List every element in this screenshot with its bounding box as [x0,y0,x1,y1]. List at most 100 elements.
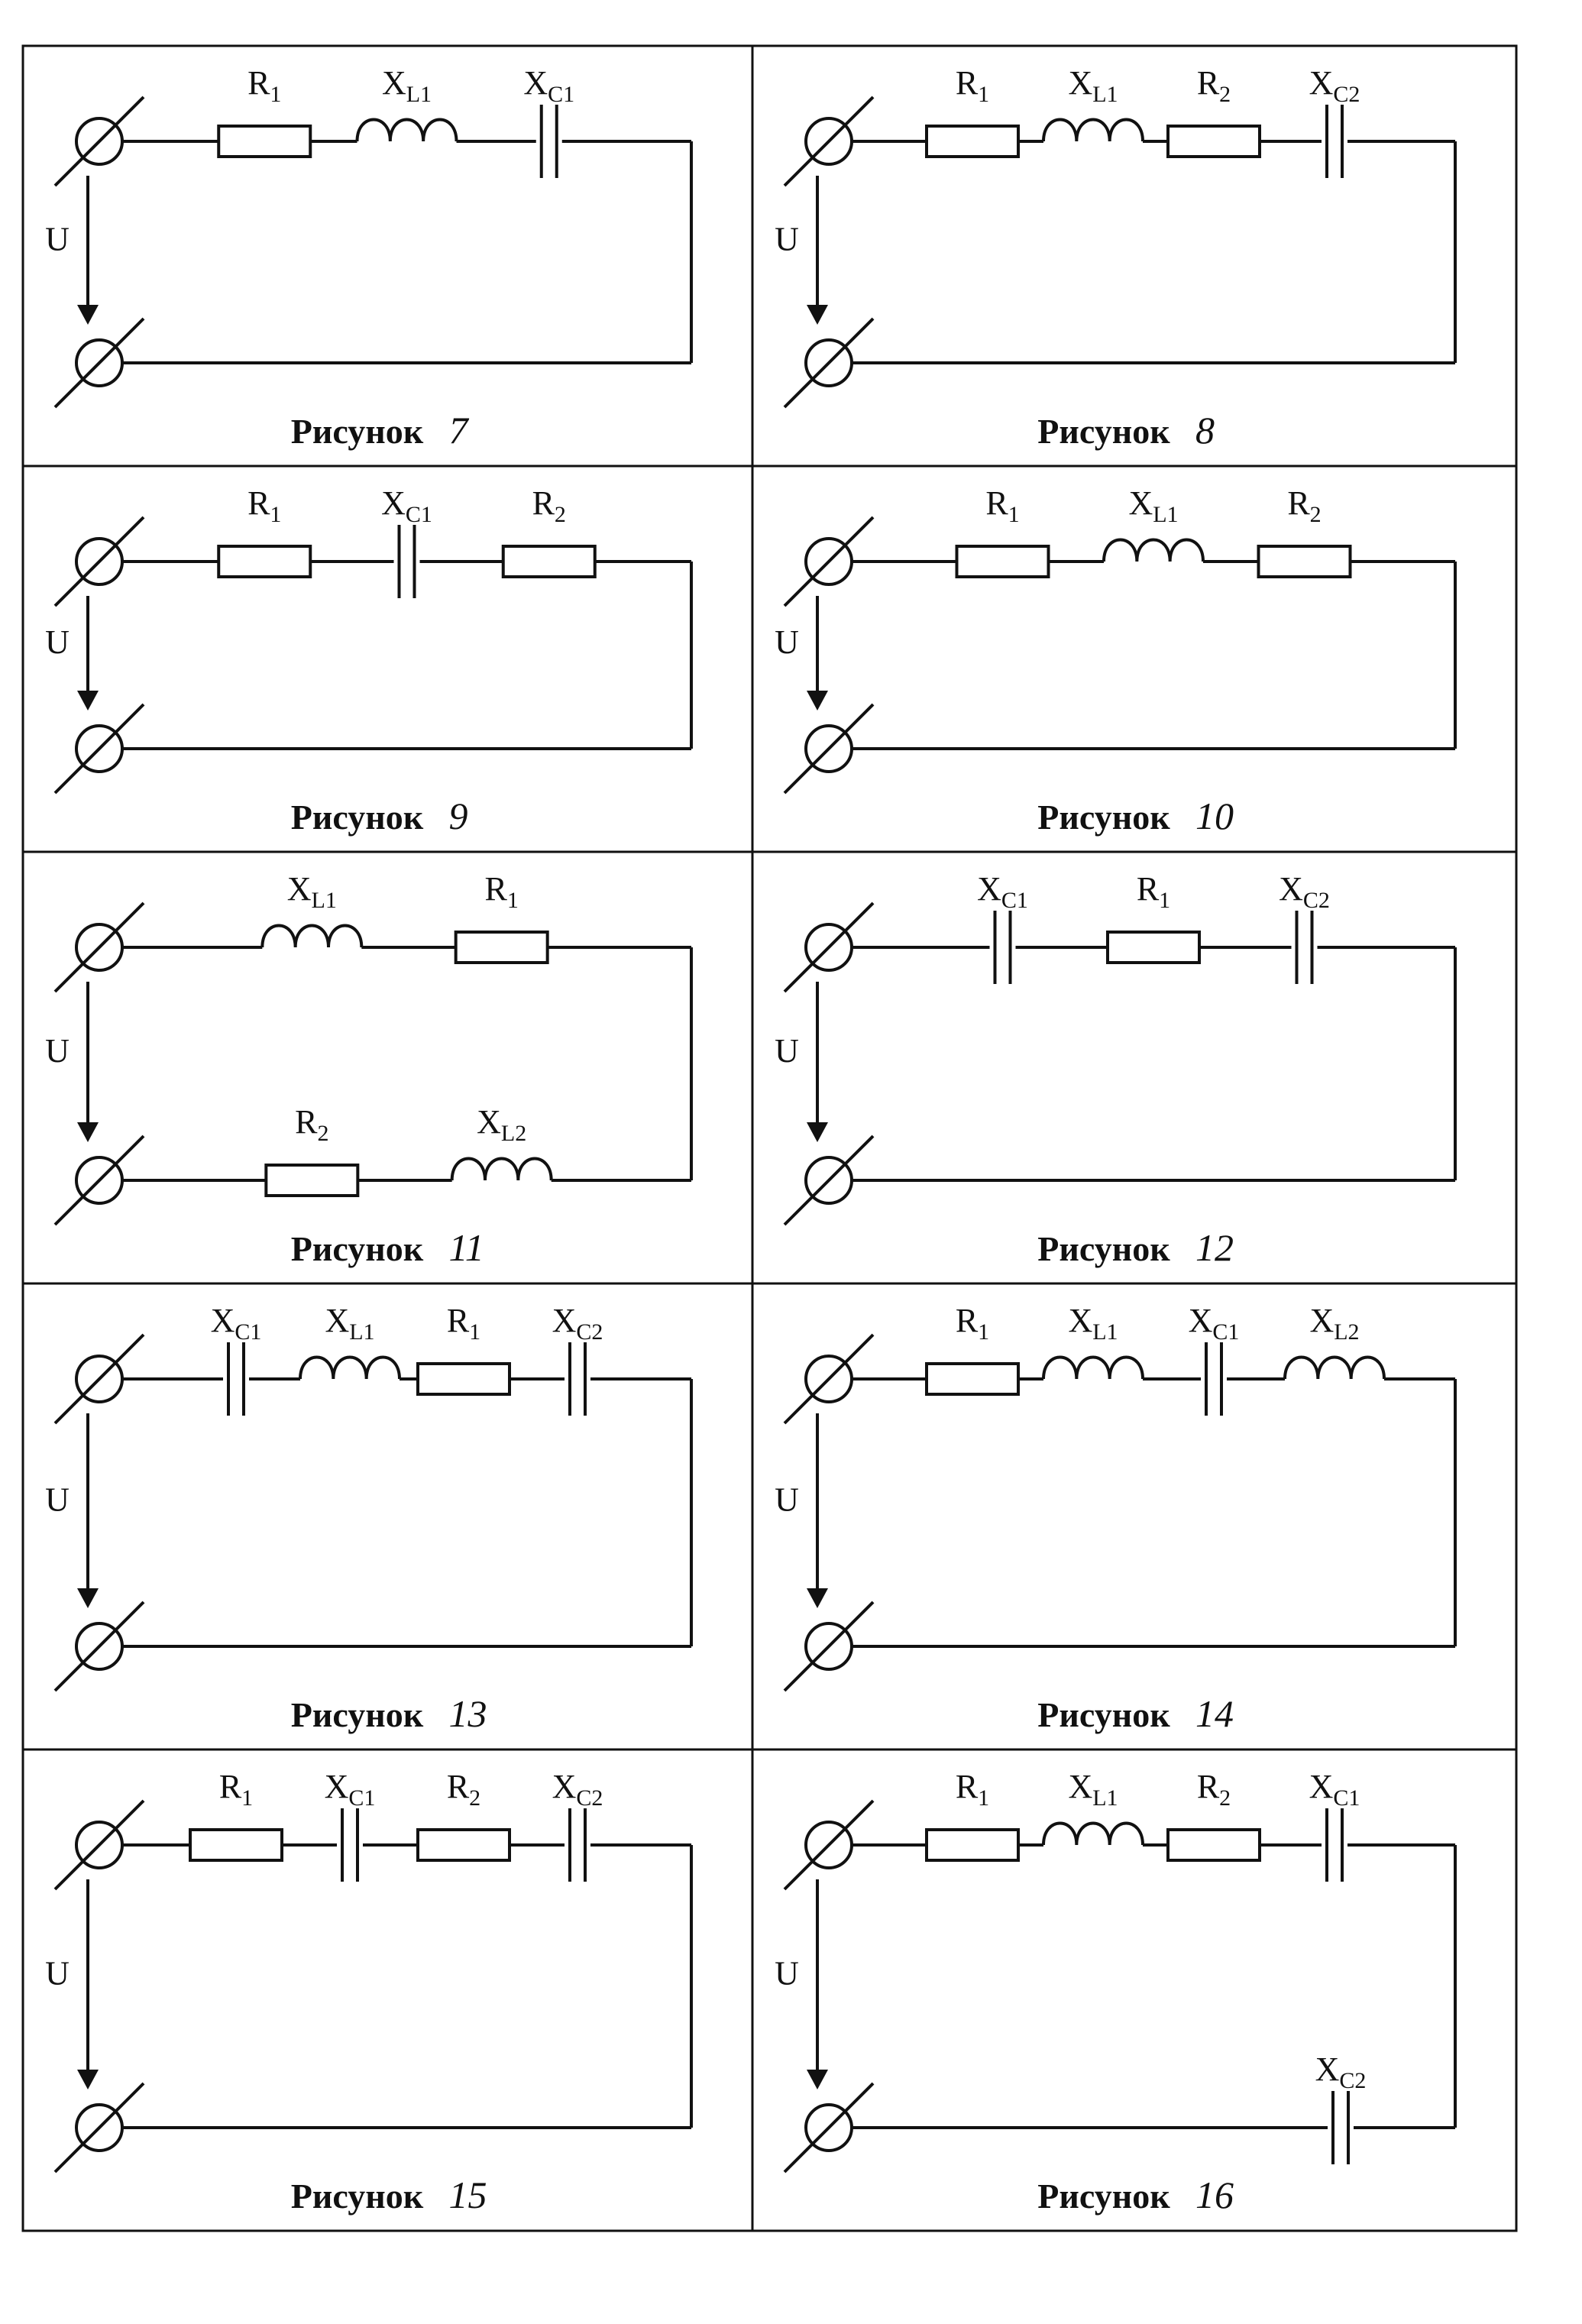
component-label-main: R [219,1768,242,1805]
component-label-sub: C2 [576,1319,603,1345]
component-label-main: X [1309,1302,1334,1339]
component-label-sub: 1 [241,1785,253,1811]
voltage-arrow: U [45,1879,99,2089]
resistor-r1 [217,125,312,158]
component-label: XC2 [1279,870,1330,913]
component-label-main: X [1068,1302,1092,1339]
component-label: R1 [956,64,989,107]
figure-caption: Рисунок [1037,2177,1170,2216]
component-label: R1 [484,870,518,913]
component-label-sub: 2 [555,502,566,527]
component-label: XC1 [977,870,1028,913]
component-label-main: R [484,870,507,908]
capacitor-xc1 [1325,1808,1344,1882]
capacitor-xc1 [397,525,416,598]
capacitor-xc1 [1205,1342,1223,1416]
component-label-main: X [552,1768,577,1805]
capacitor-xc1 [539,105,558,178]
voltage-arrow: U [45,596,99,710]
component-label: R2 [295,1103,328,1146]
component-label-sub: C2 [576,1785,603,1811]
capacitor-xc2 [568,1808,587,1882]
resistor-r1 [189,1828,283,1862]
component-label-main: R [447,1768,470,1805]
component-label: R1 [219,1768,253,1811]
figure-caption: Рисунок [291,1695,424,1734]
component-label-sub: C1 [548,82,574,107]
figure-caption: Рисунок [1037,798,1170,837]
component-label-main: R [532,484,555,522]
voltage-label: U [775,221,799,258]
component-label-sub: C1 [235,1319,261,1345]
component-label: XC1 [523,64,574,107]
inductor-xl1 [1042,1355,1144,1380]
component-label: XC1 [325,1768,376,1811]
voltage-arrow: U [775,176,828,325]
voltage-label: U [775,1032,799,1070]
figure-caption: Рисунок [291,2177,424,2216]
capacitor-xc2 [1295,911,1314,984]
component-label-sub: 1 [978,1785,989,1811]
component-label-sub: C1 [1212,1319,1239,1345]
component-label-sub: L2 [1334,1319,1359,1345]
resistor-r1 [925,1828,1020,1862]
voltage-arrow: U [775,596,828,710]
capacitor-xc1 [341,1808,359,1882]
component-label: XL1 [1128,484,1178,527]
component-label: XL1 [1068,1768,1118,1811]
voltage-label: U [45,221,70,258]
component-label-main: X [1309,64,1334,102]
voltage-arrow: U [775,982,828,1142]
component-label-sub: 1 [1159,888,1170,913]
component-label-main: R [956,64,979,102]
capacitor-xc2 [1331,2091,1350,2164]
voltage-label: U [45,1032,70,1070]
component-label-main: R [1287,484,1310,522]
voltage-arrow: U [45,176,99,325]
component-label-main: R [295,1103,318,1141]
component-label-main: X [382,64,406,102]
component-label-main: R [247,64,270,102]
component-label: XC2 [552,1302,603,1345]
component-label-main: X [552,1302,577,1339]
table-outer-border [21,44,1518,2232]
component-label-main: X [977,870,1001,908]
bottom-branch: XC2 [852,2050,1455,2164]
voltage-arrow: U [775,1413,828,1608]
resistor-r1 [217,545,312,578]
component-label: R1 [956,1302,989,1345]
voltage-label: U [45,623,70,661]
component-label: R2 [1197,64,1231,107]
component-label-sub: L1 [1092,1785,1118,1811]
component-label-sub: 1 [978,1319,989,1345]
component-label-sub: 2 [1219,82,1231,107]
capacitor-xc2 [1325,105,1344,178]
component-label: XL1 [382,64,432,107]
voltage-label: U [775,1481,799,1519]
inductor-xl1 [260,924,364,948]
voltage-arrow: U [45,982,99,1142]
component-label: R2 [447,1768,480,1811]
component-label-main: X [1309,1768,1334,1805]
resistor-r1 [955,545,1050,578]
component-label-sub: L1 [1092,1319,1118,1345]
component-label: XL1 [287,870,337,913]
component-label-main: X [1279,870,1303,908]
component-label-main: R [1197,64,1220,102]
component-label: R2 [1197,1768,1231,1811]
component-label: R1 [956,1768,989,1811]
component-label-main: R [1137,870,1160,908]
figure-number: 7 [449,409,470,452]
component-label-sub: 2 [1219,1785,1231,1811]
component-label-sub: L1 [1153,502,1178,527]
component-label-main: X [1068,1768,1092,1805]
resistor-r1 [925,125,1020,158]
figure-caption: Рисунок [291,798,424,837]
